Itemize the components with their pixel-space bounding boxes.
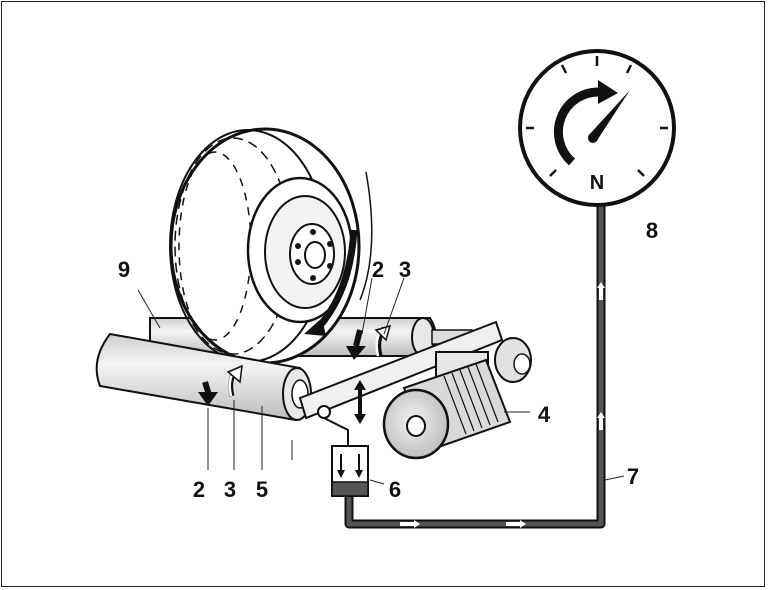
leader-lines	[137, 277, 625, 485]
gauge-needle	[588, 90, 630, 142]
front-roller-arrow-2	[198, 392, 218, 406]
label-8: 8	[646, 218, 658, 243]
label-4: 4	[538, 402, 551, 427]
label-5: 5	[256, 477, 268, 502]
vehicle-wheel	[169, 127, 373, 365]
gauge-rotation-arrow	[553, 87, 601, 166]
gauge-ticks	[526, 56, 668, 177]
gauge-unit-label: N	[590, 172, 604, 194]
label-6: 6	[389, 477, 401, 502]
label-3-top: 3	[399, 257, 411, 282]
wheel-rotation-arrowhead	[304, 318, 326, 336]
label-3-bottom: 3	[224, 477, 236, 502]
reaction-arm	[298, 320, 504, 424]
flow-arrow	[597, 412, 605, 430]
gauge-rotation-arrowhead	[598, 80, 618, 104]
hydraulic-cylinder	[323, 417, 369, 497]
flow-arrow	[597, 282, 605, 300]
label-2-bottom: 2	[193, 477, 205, 502]
wheel-rotation-arrow	[315, 229, 358, 331]
label-7: 7	[627, 464, 639, 489]
label-9: 9	[118, 257, 130, 282]
flow-arrow	[506, 520, 526, 528]
force-gauge: N	[518, 49, 676, 207]
wheel-nuts	[295, 229, 333, 281]
drive-motor	[382, 337, 532, 460]
flow-arrow	[400, 520, 420, 528]
rear-roller-arrows	[346, 324, 392, 360]
hydraulic-line	[344, 196, 606, 529]
front-roller-arrow-3	[226, 364, 243, 384]
label-2-top: 2	[372, 257, 384, 282]
